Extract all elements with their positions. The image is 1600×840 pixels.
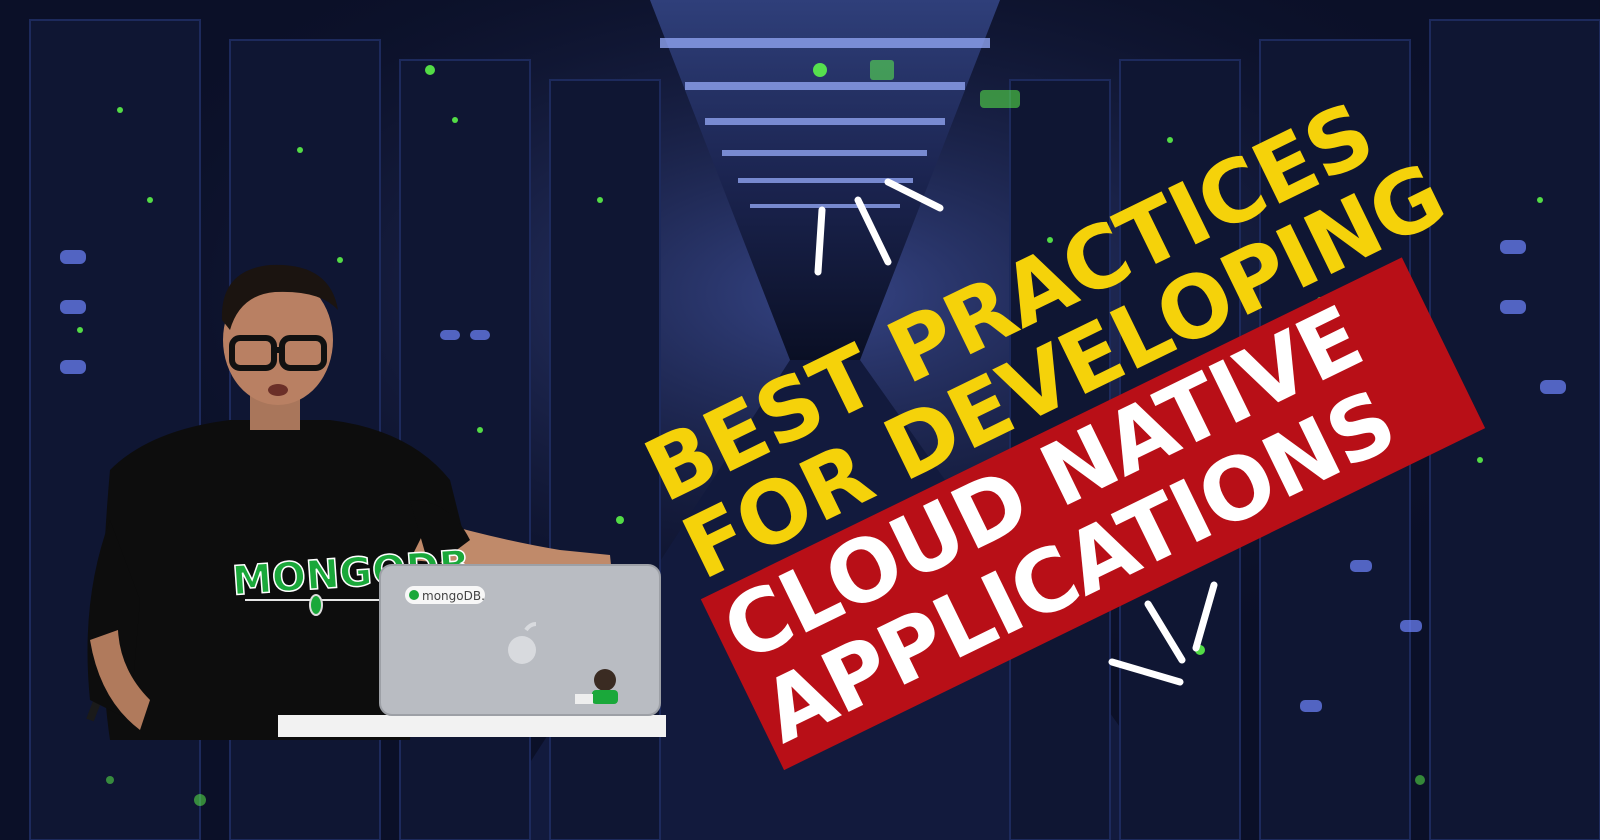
laptop-logo-text: mongoDB. — [422, 589, 485, 603]
laptop-icon: mongoDB. — [379, 564, 661, 716]
podium — [278, 715, 666, 737]
glasses-icon — [229, 335, 327, 371]
speaker-photo: MONGODB mongoDB. — [86, 264, 666, 740]
laptop-sticker-icon — [575, 669, 618, 704]
